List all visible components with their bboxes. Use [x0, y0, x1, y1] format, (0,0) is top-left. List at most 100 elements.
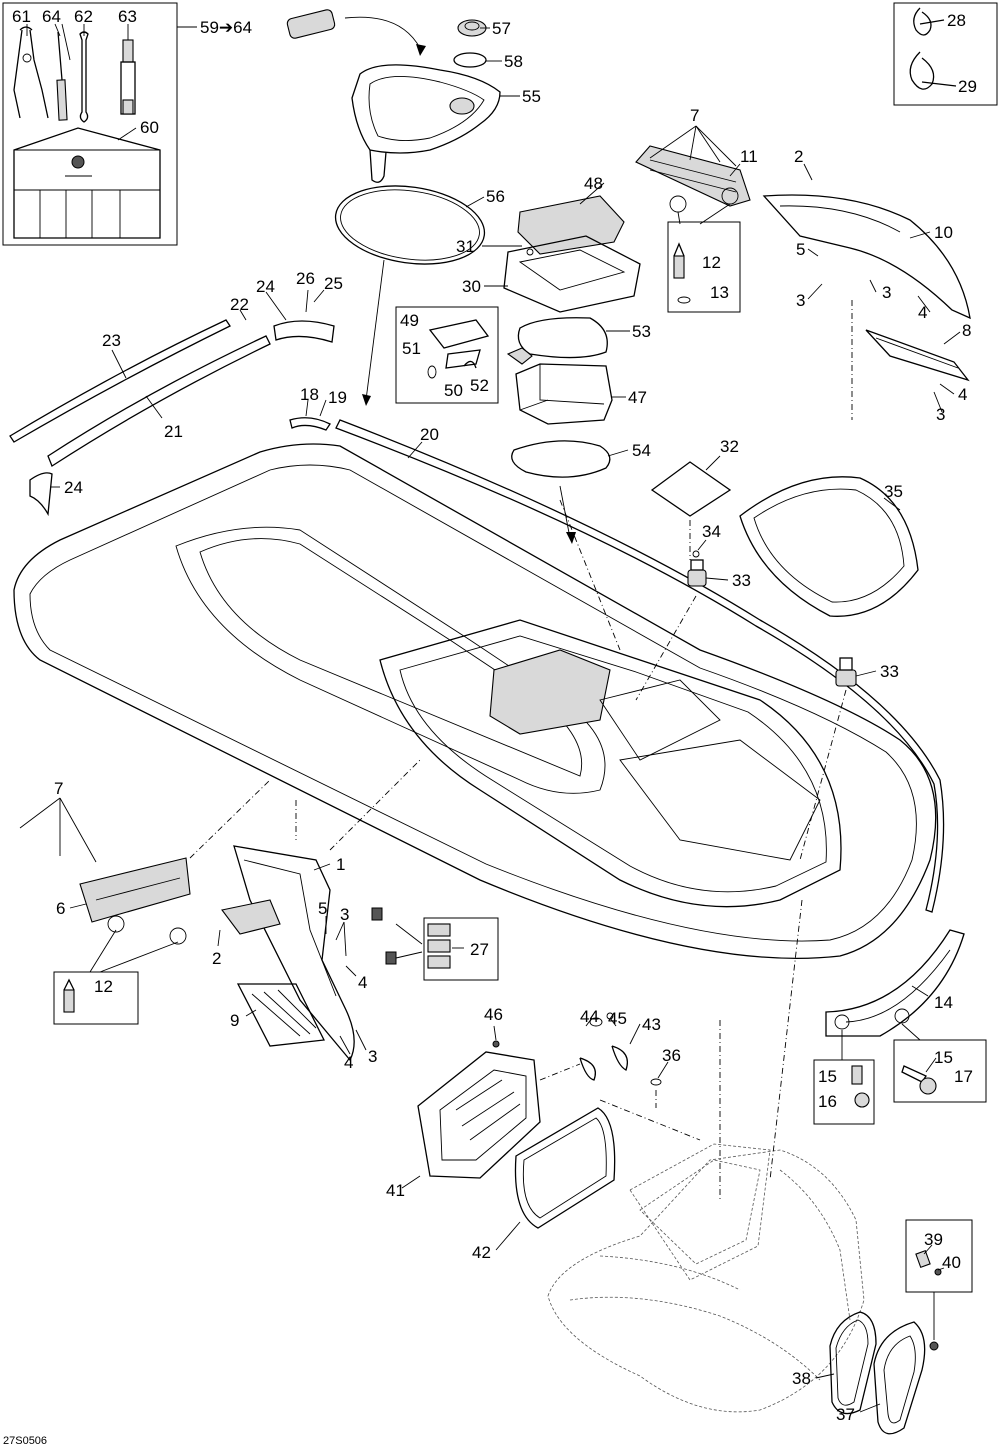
straps-box	[893, 2, 998, 106]
part-39-drawing	[915, 1250, 931, 1268]
callout-26: 26	[296, 269, 315, 288]
callout-40: 40	[942, 1253, 961, 1272]
part-14-drawing	[825, 929, 965, 1037]
part-12-left-box	[53, 971, 139, 1025]
callout-62: 62	[74, 7, 93, 26]
callout-20: 20	[420, 425, 439, 444]
bottom-parts-group	[401, 1012, 669, 1251]
callout-3-top-b: 3	[882, 283, 891, 302]
callout-29: 29	[958, 77, 977, 96]
callout-3-top-c: 3	[936, 405, 945, 424]
callout-15-box-a: 15	[818, 1067, 837, 1086]
callout-27: 27	[470, 940, 489, 959]
part-36-drawing	[650, 1078, 662, 1086]
part-44-drawing	[589, 1017, 603, 1027]
part-17-drawing	[919, 1077, 937, 1095]
part-10-drawing	[762, 194, 971, 320]
strap-29-drawing	[909, 51, 957, 90]
callout-46: 46	[484, 1005, 503, 1024]
callout-1: 1	[336, 855, 345, 874]
callout-34: 34	[702, 522, 721, 541]
callout-37: 37	[836, 1405, 855, 1424]
part-11-drawing	[635, 145, 751, 207]
tool-kit-group	[2, 2, 197, 246]
callout-58: 58	[504, 52, 523, 71]
callout-63: 63	[118, 7, 137, 26]
callout-3-left-a: 3	[340, 905, 349, 924]
callout-38: 38	[792, 1369, 811, 1388]
callout-3-left-b: 3	[368, 1047, 377, 1066]
part-27-drawing	[371, 907, 499, 981]
part-12-left-drawing	[63, 978, 75, 1013]
footwell-drawing	[379, 619, 842, 908]
callout-39: 39	[924, 1230, 943, 1249]
part-15-drawing	[851, 1065, 863, 1085]
callout-7-top: 7	[690, 106, 699, 125]
part-52-drawing	[463, 360, 477, 369]
callout-45: 45	[608, 1009, 627, 1028]
part-30-drawing	[503, 235, 641, 313]
part-39-40-box	[905, 1219, 973, 1293]
callout-19: 19	[328, 388, 347, 407]
part-46-drawing	[492, 1040, 500, 1048]
callout-2-top: 2	[794, 147, 803, 166]
part-55-drawing	[351, 64, 501, 183]
strap-28-drawing	[913, 7, 945, 36]
part-33-lower-drawing	[835, 657, 857, 687]
callout-35: 35	[884, 482, 903, 501]
callout-18: 18	[300, 385, 319, 404]
wrench-drawing	[79, 31, 89, 123]
callout-labels: 61 64 62 63 60 59➔64 28 29 57 58 55 56 4…	[3, 7, 977, 1447]
callout-15-box-b: 15	[934, 1048, 953, 1067]
callout-61: 61	[12, 7, 31, 26]
tool-bag-drawing	[13, 127, 161, 239]
callout-51: 51	[402, 339, 421, 358]
callout-25: 25	[324, 274, 343, 293]
callout-6: 6	[56, 899, 65, 918]
callout-9: 9	[230, 1011, 239, 1030]
callout-56: 56	[486, 187, 505, 206]
callout-53: 53	[632, 322, 651, 341]
rail-23-drawing	[9, 319, 231, 443]
callout-42: 42	[472, 1243, 491, 1262]
callout-64: 64	[42, 7, 61, 26]
part-54-drawing	[511, 440, 611, 478]
callout-41: 41	[386, 1181, 405, 1200]
part-9-drawing	[236, 983, 325, 1047]
callout-4-left-b: 4	[344, 1053, 353, 1072]
pliers-drawing	[13, 26, 49, 119]
callout-44: 44	[580, 1007, 599, 1026]
callout-17: 17	[954, 1067, 973, 1086]
callout-33-upper: 33	[732, 571, 751, 590]
part-49-drawing	[428, 319, 490, 349]
right-vent-group	[635, 125, 971, 420]
part-50-drawing	[445, 349, 481, 369]
console-drawing	[489, 649, 611, 735]
part-37-drawing	[873, 1321, 926, 1435]
callout-55: 55	[522, 87, 541, 106]
hull-group	[547, 899, 865, 1413]
part-38-drawing	[829, 1311, 877, 1415]
callout-21: 21	[164, 422, 183, 441]
socket-wrench-drawing	[120, 39, 136, 115]
rails-group	[9, 289, 335, 517]
callout-54: 54	[632, 441, 651, 460]
part-34-drawing	[692, 550, 700, 558]
part-51-drawing	[427, 365, 437, 379]
callout-8: 8	[962, 321, 971, 340]
callout-36: 36	[662, 1046, 681, 1065]
straps-group	[893, 2, 998, 106]
callout-2-left: 2	[212, 949, 221, 968]
glove-box-group	[395, 182, 641, 544]
part-41-drawing	[417, 1051, 541, 1179]
callout-32: 32	[720, 437, 739, 456]
part-48-drawing	[517, 195, 625, 255]
callout-5-left: 5	[318, 899, 327, 918]
bumper-24-top-drawing	[273, 320, 335, 343]
part-33-upper-drawing	[687, 559, 707, 587]
rail-21-drawing	[47, 335, 271, 467]
hatch-seal-group	[559, 455, 919, 861]
callout-47: 47	[628, 388, 647, 407]
deck-group	[13, 399, 945, 960]
